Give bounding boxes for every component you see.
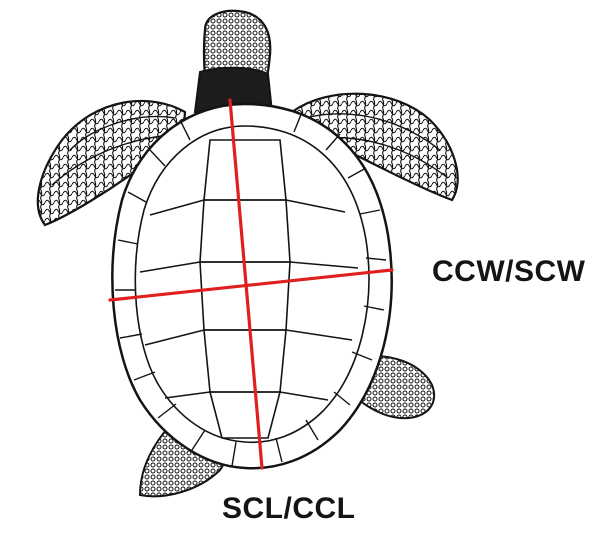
width-measurement-label: CCW/SCW [432, 255, 585, 289]
length-measurement-label: SCL/CCL [222, 492, 356, 526]
turtle-head [195, 11, 272, 112]
